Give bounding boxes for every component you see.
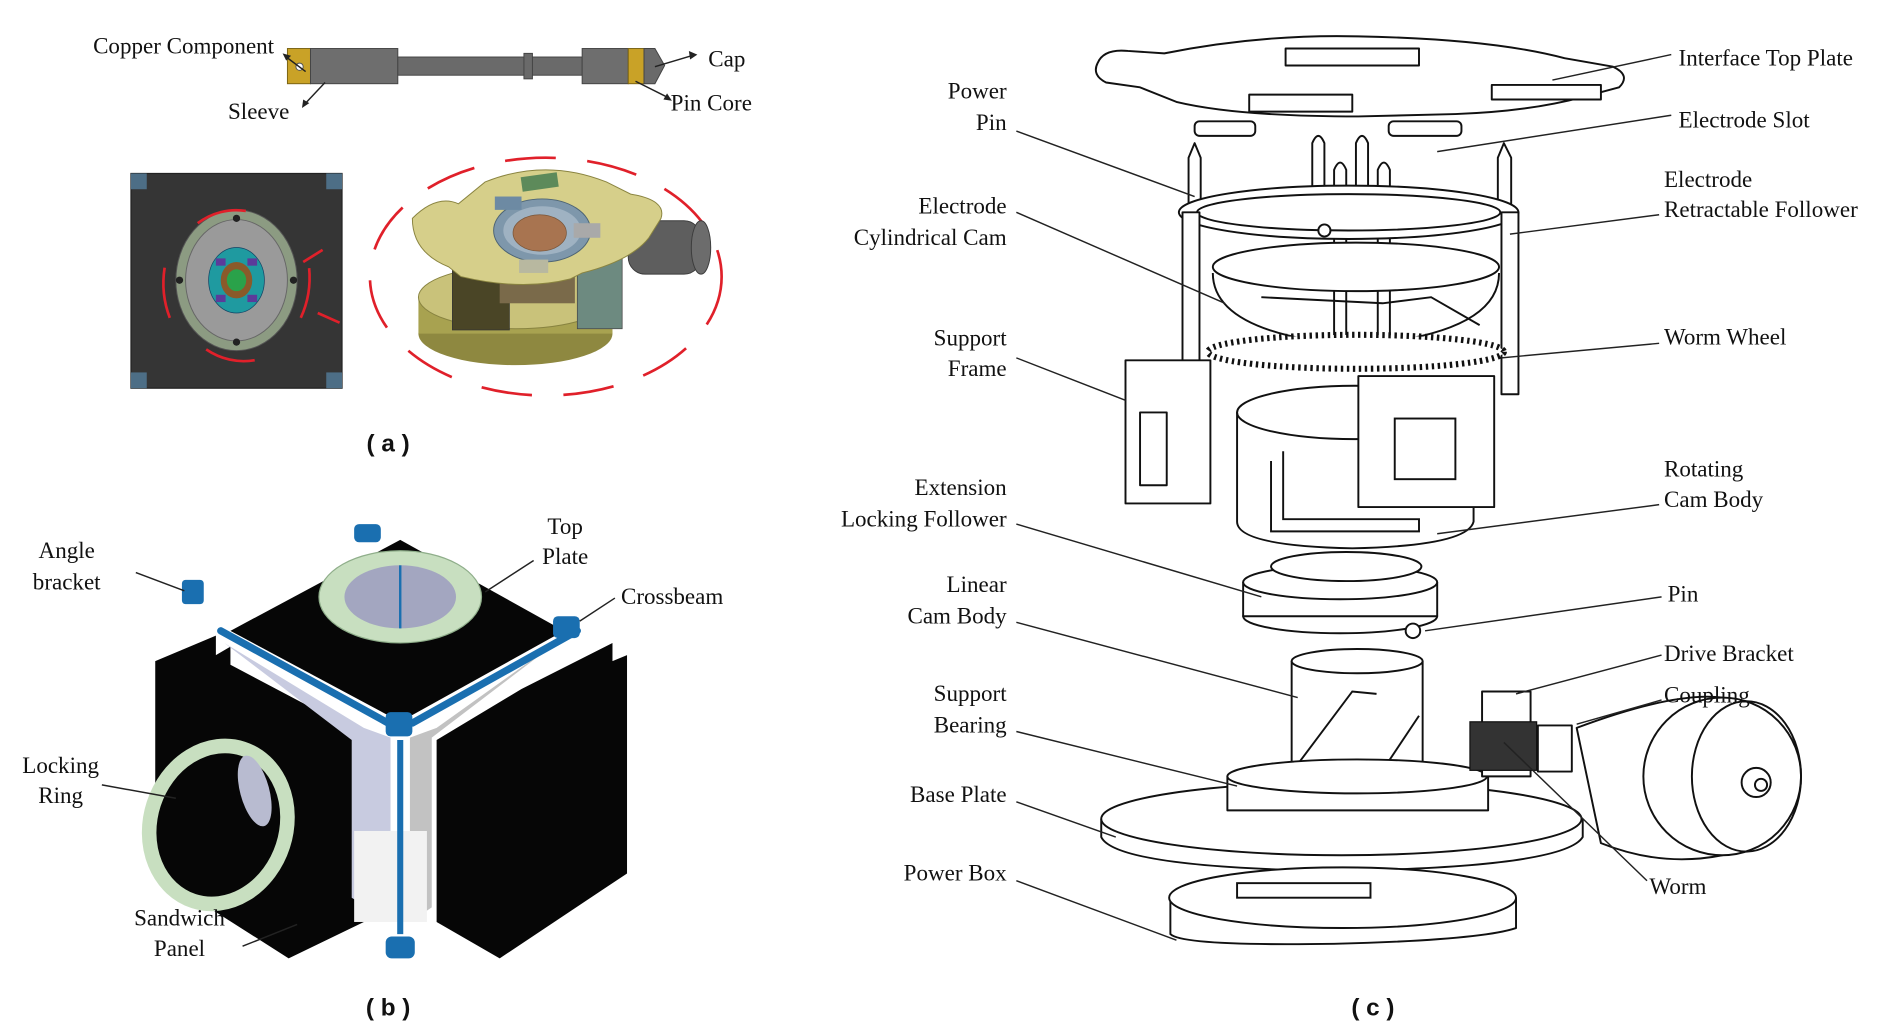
label-drive-bracket: Drive Bracket xyxy=(1664,640,1794,666)
caption-a: ( a ) xyxy=(367,430,410,457)
interface-top-plate xyxy=(1094,35,1625,137)
label-top-plate-1: Top xyxy=(547,513,582,539)
label-electrode-retractable-follower-1: Electrode xyxy=(1664,166,1752,192)
corner-bracket xyxy=(130,372,147,389)
label-base-plate: Base Plate xyxy=(910,781,1007,807)
label-electrode-cylindrical-cam-2: Cylindrical Cam xyxy=(854,224,1007,250)
label-support-frame-1: Support xyxy=(934,325,1008,351)
label-crossbeam: Crossbeam xyxy=(621,583,723,609)
pin-shaft xyxy=(397,56,583,76)
label-extension-locking-follower-1: Extension xyxy=(915,474,1008,500)
label-electrode-slot: Electrode Slot xyxy=(1679,106,1811,132)
label-linear-cam-body-2: Cam Body xyxy=(907,603,1007,629)
panel-b: Angle bracket Top Plate Crossbeam Lockin… xyxy=(22,513,723,1022)
base-plate xyxy=(1100,758,1584,872)
label-extension-locking-follower-2: Locking Follower xyxy=(841,505,1007,531)
sleeve xyxy=(309,48,399,85)
caption-b: ( b ) xyxy=(366,994,410,1021)
label-power-box: Power Box xyxy=(904,860,1007,886)
rotating-cam-body xyxy=(1236,375,1496,550)
label-copper-component: Copper Component xyxy=(93,32,275,58)
corner-bracket xyxy=(130,173,147,190)
label-electrode-retractable-follower-2: Retractable Follower xyxy=(1664,196,1858,222)
label-sandwich-panel-2: Panel xyxy=(154,935,205,961)
label-pin: Pin xyxy=(1668,581,1699,607)
side-locking-ring xyxy=(141,738,295,912)
crossbeam xyxy=(217,627,392,727)
angle-bracket xyxy=(181,524,580,959)
drive-unit xyxy=(1469,690,1803,861)
label-support-bearing-2: Bearing xyxy=(934,712,1007,738)
label-rotating-cam-body-2: Cam Body xyxy=(1664,486,1764,512)
caption-c: ( c ) xyxy=(1351,994,1394,1021)
label-linear-cam-body-1: Linear xyxy=(947,571,1007,597)
inner-cavity xyxy=(354,830,427,922)
corner-bracket xyxy=(326,173,343,190)
support-frame-left xyxy=(1124,359,1212,505)
label-rotating-cam-body-1: Rotating xyxy=(1664,456,1744,482)
module-top-view xyxy=(130,172,343,389)
label-support-frame-2: Frame xyxy=(948,355,1007,381)
leaders-left xyxy=(1016,130,1298,941)
label-interface-top-plate: Interface Top Plate xyxy=(1679,45,1853,71)
pin-cap xyxy=(643,48,666,85)
panel-a: Copper Component Sleeve Cap Pin Core xyxy=(93,32,752,457)
power-pin-drawing xyxy=(286,48,666,85)
pin-leaders xyxy=(282,50,698,108)
label-locking-ring-1: Locking xyxy=(22,752,99,778)
label-top-plate-2: Plate xyxy=(542,543,588,569)
module-3d-view xyxy=(368,156,723,397)
label-locking-ring-2: Ring xyxy=(38,782,83,808)
extension-locking-follower xyxy=(1242,550,1439,640)
label-worm: Worm xyxy=(1649,873,1706,899)
power-box xyxy=(1168,866,1517,946)
panel-c: Power Pin Electrode Cylindrical Cam Supp… xyxy=(841,35,1858,1021)
worm xyxy=(1469,721,1538,771)
corner-bracket xyxy=(326,372,343,389)
label-power-pin-1: Power xyxy=(948,77,1007,103)
label-pin-core: Pin Core xyxy=(671,89,752,115)
label-worm-wheel: Worm Wheel xyxy=(1664,324,1786,350)
crossbeam xyxy=(408,627,581,727)
pin-body xyxy=(581,48,629,85)
label-power-pin-2: Pin xyxy=(976,109,1007,135)
electrode-assembly xyxy=(1177,134,1520,396)
label-sleeve: Sleeve xyxy=(228,98,289,124)
label-sandwich-panel-1: Sandwich xyxy=(134,905,225,931)
pin-core xyxy=(627,48,645,85)
sandwich-panel-right xyxy=(436,642,628,959)
pin-ring xyxy=(523,52,533,80)
leaders-right xyxy=(1424,53,1672,882)
worm-wheel xyxy=(1204,331,1507,372)
label-electrode-cylindrical-cam-1: Electrode xyxy=(918,193,1006,219)
coupling xyxy=(1536,724,1573,773)
label-angle-bracket-2: bracket xyxy=(33,569,101,595)
label-coupling: Coupling xyxy=(1664,681,1750,707)
label-cap: Cap xyxy=(708,46,745,72)
label-support-bearing-1: Support xyxy=(934,680,1008,706)
label-angle-bracket-1: Angle xyxy=(39,537,95,563)
